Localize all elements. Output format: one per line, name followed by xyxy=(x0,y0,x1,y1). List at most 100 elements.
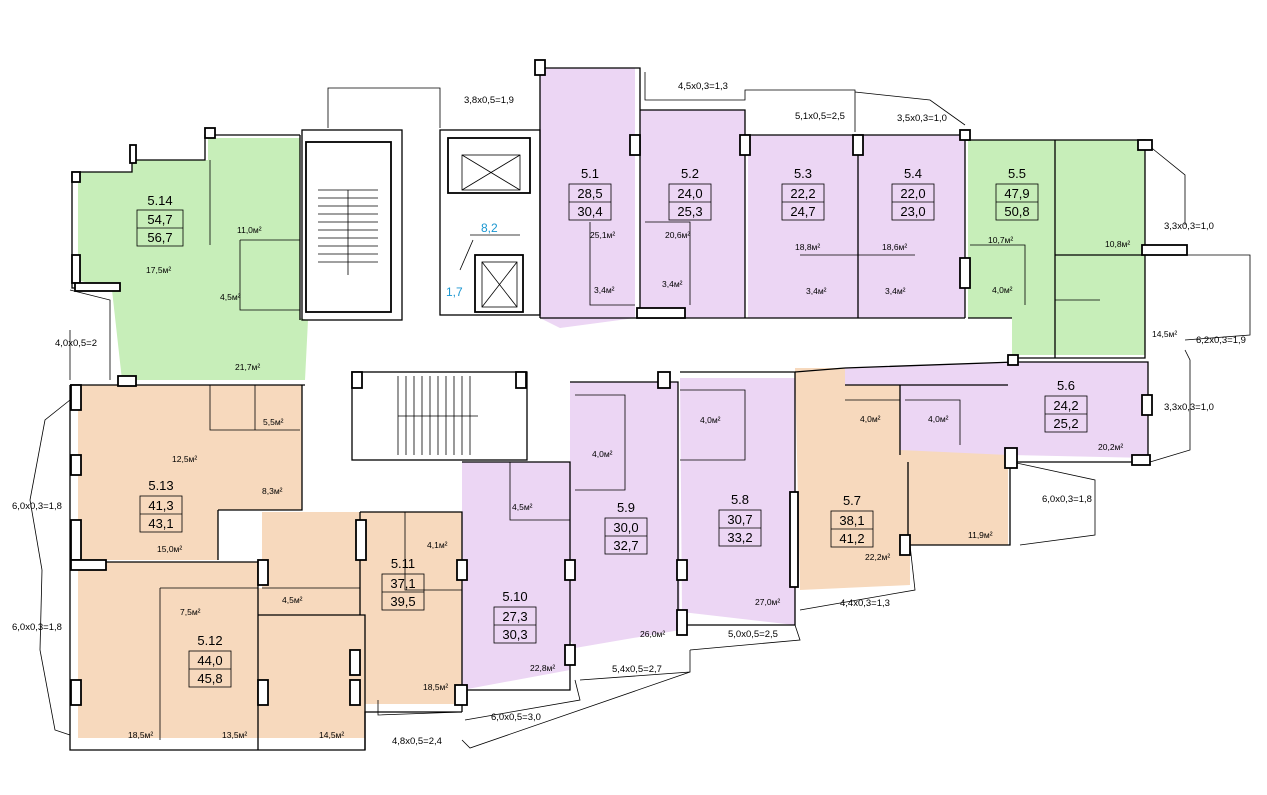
balcony-label: 5,4x0,5=2,7 xyxy=(612,664,662,675)
room-area: 18,8м² xyxy=(795,242,820,252)
apt-number: 5.14 xyxy=(147,193,172,208)
apt-5.11-label: 5.11 37,1 39,5 xyxy=(381,556,425,611)
room-area: 20,2м² xyxy=(1098,442,1123,452)
apt-total-area: 33,2 xyxy=(727,530,752,545)
window-columns xyxy=(70,59,1188,706)
room-area: 21,7м² xyxy=(235,362,260,372)
apt-living-area: 47,9 xyxy=(1004,186,1029,201)
apt-5.5-label: 5.5 47,9 50,8 xyxy=(995,166,1039,221)
elevator-depth-label: 1,7 xyxy=(446,285,463,299)
apt-living-area: 38,1 xyxy=(839,513,864,528)
apt-5.4-fill xyxy=(858,135,965,318)
apt-5.14-fill xyxy=(78,138,308,380)
balcony-label: 4,5x0,3=1,3 xyxy=(678,81,728,92)
apt-living-area: 22,0 xyxy=(900,186,925,201)
apt-number: 5.7 xyxy=(843,493,861,508)
balcony-label: 4,0x0,5=2 xyxy=(55,338,97,349)
room-area: 3,4м² xyxy=(594,285,615,295)
lower-stair-treads xyxy=(397,376,478,455)
balcony-label: 6,0x0,5=3,0 xyxy=(491,712,541,723)
balcony-label: 6,0x0,3=1,8 xyxy=(1042,494,1092,505)
room-area: 4,1м² xyxy=(427,540,448,550)
apt-5.5-fill xyxy=(968,140,1145,355)
balcony-label: 3,8x0,5=1,9 xyxy=(464,95,514,106)
balcony-label: 3,3x0,3=1,0 xyxy=(1164,402,1214,413)
room-area: 4,5м² xyxy=(282,595,303,605)
room-area: 5,5м² xyxy=(263,417,284,427)
apt-number: 5.9 xyxy=(617,500,635,515)
balcony-labels: 3,8x0,5=1,9 4,5x0,3=1,3 5,1x0,5=2,5 3,5x… xyxy=(12,81,1246,747)
elevator-width-label: 8,2 xyxy=(481,221,498,235)
apt-total-area: 43,1 xyxy=(148,516,173,531)
apt-total-area: 30,3 xyxy=(502,627,527,642)
room-area: 11,0м² xyxy=(237,225,262,235)
stair-shaft-bottom xyxy=(351,371,528,461)
stair-shaft-top xyxy=(301,129,403,321)
apt-5.3-fill xyxy=(748,135,858,318)
room-area: 3,4м² xyxy=(885,286,906,296)
room-area: 7,5м² xyxy=(180,607,201,617)
balcony-label: 6,2x0,3=1,9 xyxy=(1196,335,1246,346)
balcony-label: 6,0x0,3=1,8 xyxy=(12,501,62,512)
room-area: 18,5м² xyxy=(128,730,153,740)
apt-total-area: 56,7 xyxy=(147,230,172,245)
apt-living-area: 28,5 xyxy=(577,186,602,201)
room-area: 4,0м² xyxy=(860,414,881,424)
room-area: 11,9м² xyxy=(968,530,993,540)
stair-treads xyxy=(318,189,378,275)
apt-total-area: 24,7 xyxy=(790,204,815,219)
balcony-label: 5,0x0,5=2,5 xyxy=(728,629,778,640)
room-area: 4,0м² xyxy=(928,414,949,424)
room-area: 22,2м² xyxy=(865,552,890,562)
room-area: 18,5м² xyxy=(423,682,448,692)
apt-total-area: 23,0 xyxy=(900,204,925,219)
room-area: 14,5м² xyxy=(1152,329,1177,339)
apt-5.13-label: 5.13 41,3 43,1 xyxy=(139,478,183,533)
room-area: 4,5м² xyxy=(512,502,533,512)
apt-number: 5.13 xyxy=(148,478,173,493)
room-area: 22,8м² xyxy=(530,663,555,673)
apt-living-area: 41,3 xyxy=(148,498,173,513)
apt-number: 5.1 xyxy=(581,166,599,181)
balcony-label: 4,4x0,3=1,3 xyxy=(840,598,890,609)
apt-number: 5.3 xyxy=(794,166,812,181)
apt-5.2-fill xyxy=(640,110,745,318)
room-area: 15,0м² xyxy=(157,544,182,554)
apt-5.4-label: 5.4 22,0 23,0 xyxy=(891,166,935,221)
apt-5.1-fill xyxy=(540,68,635,328)
room-area: 4,0м² xyxy=(700,415,721,425)
apt-5.8-label: 5.8 30,7 33,2 xyxy=(718,492,762,547)
apartment-fills xyxy=(78,68,1148,738)
room-area: 4,0м² xyxy=(592,449,613,459)
apt-5.2-label: 5.2 24,0 25,3 xyxy=(668,166,712,221)
apt-living-area: 22,2 xyxy=(790,186,815,201)
apt-5.3-label: 5.3 22,2 24,7 xyxy=(781,166,825,221)
apt-5.13-fill xyxy=(78,385,302,560)
apt-living-area: 37,1 xyxy=(390,576,415,591)
room-area: 18,6м² xyxy=(882,242,907,252)
balcony-label: 3,5x0,3=1,0 xyxy=(897,113,947,124)
room-area: 26,0м² xyxy=(640,629,665,639)
apt-number: 5.6 xyxy=(1057,378,1075,393)
room-area: 3,4м² xyxy=(662,279,683,289)
room-area: 4,5м² xyxy=(220,292,241,302)
apt-5.6-fill xyxy=(845,362,1148,458)
apt-number: 5.8 xyxy=(731,492,749,507)
apt-5.1-label: 5.1 28,5 30,4 xyxy=(568,166,612,221)
room-area: 14,5м² xyxy=(319,730,344,740)
apt-total-area: 45,8 xyxy=(197,671,222,686)
apt-5.7-label: 5.7 38,1 41,2 xyxy=(830,493,874,548)
apt-living-area: 44,0 xyxy=(197,653,222,668)
apt-living-area: 24,2 xyxy=(1053,398,1078,413)
room-area: 12,5м² xyxy=(172,454,197,464)
apt-number: 5.5 xyxy=(1008,166,1026,181)
apt-total-area: 50,8 xyxy=(1004,204,1029,219)
room-area: 17,5м² xyxy=(146,265,171,275)
apt-total-area: 25,2 xyxy=(1053,416,1078,431)
apt-5.12-label: 5.12 44,0 45,8 xyxy=(188,633,232,688)
apt-total-area: 25,3 xyxy=(677,204,702,219)
apt-number: 5.12 xyxy=(197,633,222,648)
apt-number: 5.4 xyxy=(904,166,922,181)
room-area: 3,4м² xyxy=(806,286,827,296)
